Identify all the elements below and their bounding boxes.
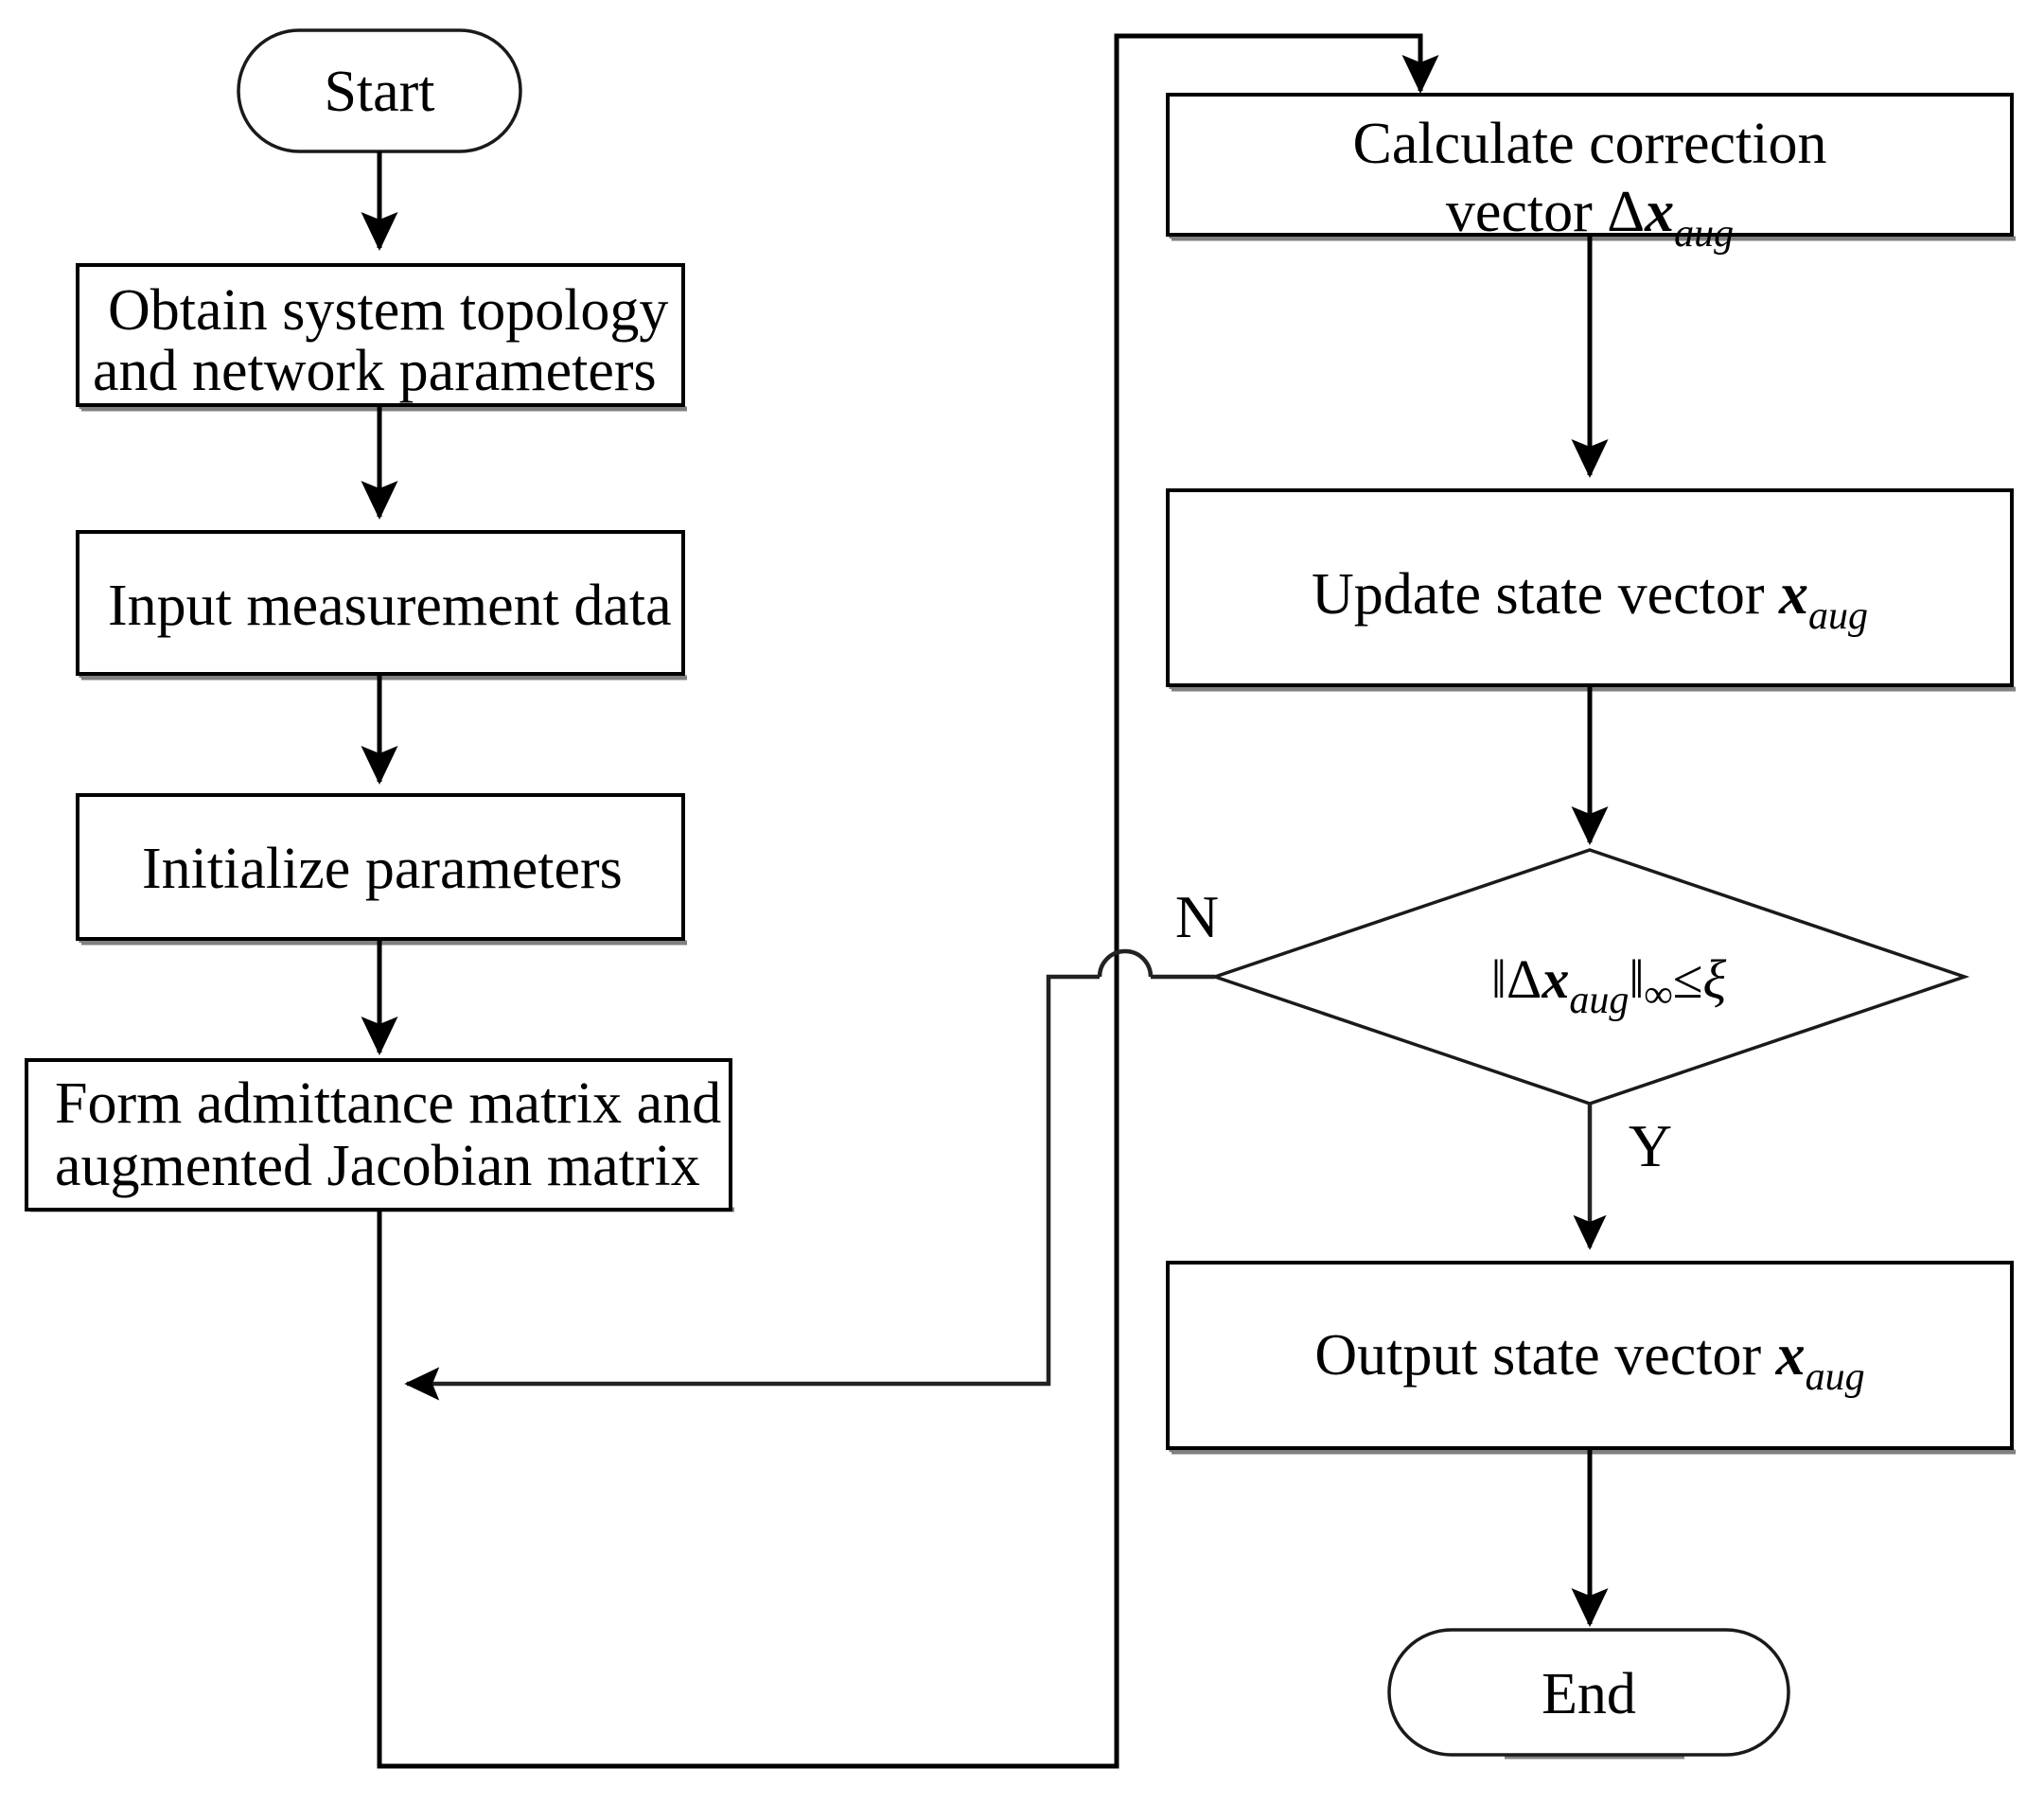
node-end[interactable]: End [1387,1628,1790,1760]
node-output-pre: Output state vector [1314,1323,1775,1388]
edge-decision-no-to-form [404,948,1215,1401]
node-update-var: x [1778,562,1808,627]
node-update-state[interactable]: Update state vector xaug [1166,488,2016,692]
node-initialize-label: Initialize parameters [142,837,623,901]
node-output-state[interactable]: Output state vector xaug [1166,1261,2016,1455]
svg-text:Output state vector xaug: Output state vector xaug [1314,1323,1864,1399]
decision-norm-close: ‖ [1629,948,1644,1010]
edge-form-to-calculate [377,33,1439,1769]
node-output-var: x [1775,1323,1806,1388]
decision-delta: Δ [1507,948,1542,1010]
node-update-sub: aug [1808,594,1868,638]
node-calculate-delta: Δ [1607,180,1645,244]
node-input-label: Input measurement data [108,574,672,638]
node-obtain-line1: Obtain system topology [108,278,668,343]
node-start[interactable]: Start [237,28,522,153]
node-input-measurement[interactable]: Input measurement data [76,530,687,681]
node-start-label: Start [324,60,434,124]
node-update-pre: Update state vector [1312,562,1779,627]
decision-sub: aug [1569,979,1629,1022]
node-calculate-sub: aug [1674,212,1734,256]
node-calculate-correction[interactable]: Calculate correction vector Δxaug [1166,93,2016,256]
decision-threshold: ξ [1702,948,1726,1010]
node-calculate-line2-pre: vector [1446,180,1607,244]
node-output-sub: aug [1806,1355,1865,1399]
node-initialize-parameters[interactable]: Initialize parameters [76,793,687,946]
node-calculate-var: x [1644,180,1674,244]
branch-label-no: N [1175,883,1219,950]
svg-text:vector Δxaug: vector Δxaug [1446,180,1734,256]
node-form-matrices[interactable]: Form admittance matrix and augmented Jac… [25,1058,734,1212]
node-end-label: End [1542,1662,1636,1726]
node-form-line1: Form admittance matrix and [55,1071,721,1136]
node-obtain-line2: and network parameters [93,339,657,403]
svg-text:‖Δxaug‖∞≤ξ: ‖Δxaug‖∞≤ξ [1491,948,1727,1022]
node-obtain-topology[interactable]: Obtain system topology and network param… [76,263,687,412]
node-calculate-line1: Calculate correction [1353,112,1827,176]
node-decision-convergence[interactable]: ‖Δxaug‖∞≤ξ [1209,848,1970,1105]
node-form-line2: augmented Jacobian matrix [55,1134,700,1198]
decision-norm-open: ‖ [1491,948,1507,1010]
decision-relation: ≤ [1673,948,1703,1010]
decision-var: x [1541,948,1569,1010]
branch-label-yes: Y [1629,1112,1672,1179]
svg-text:Calculate correction: Calculate correction [1353,112,1827,176]
decision-infinity: ∞ [1645,973,1673,1017]
svg-text:Update state vector xaug: Update state vector xaug [1312,562,1868,638]
